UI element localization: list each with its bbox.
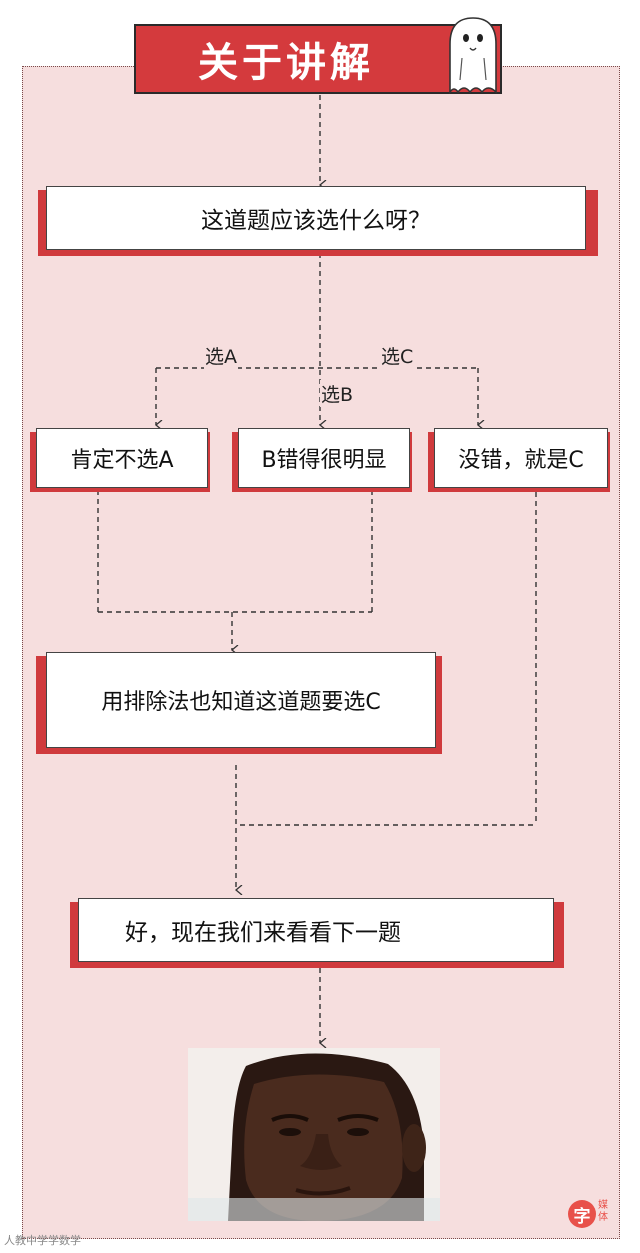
branch-label-c: 选C [380,342,415,369]
option-b-text: B错得很明显 [261,448,387,473]
ghost-icon [449,17,497,94]
brand-logo-side: 媒 体 [598,1200,608,1223]
brand-logo: 字 [568,1200,596,1228]
branch-label-b: 选B [320,380,355,407]
watermark: 人教中学学数学 [4,1234,81,1247]
reaction-photo [188,1048,440,1221]
option-c-text: 没错，就是C [458,448,584,473]
next-text: 好，现在我们来看看下一题 [125,920,401,946]
branch-label-a: 选A [204,342,238,369]
option-a-text: 肯定不选A [70,448,174,473]
elimination-box: 用排除法也知道这道题要选C [46,652,436,748]
option-a-box: 肯定不选A [36,428,208,488]
question-box: 这道题应该选什么呀？ [46,186,586,250]
option-c-box: 没错，就是C [434,428,608,488]
elimination-text: 用排除法也知道这道题要选C [101,690,381,715]
boy-face-illustration [188,1048,440,1221]
next-box: 好，现在我们来看看下一题 [78,898,554,962]
question-text: 这道题应该选什么呀？ [201,208,431,234]
title-banner: 关于讲解 [134,24,502,94]
option-b-box: B错得很明显 [238,428,410,488]
